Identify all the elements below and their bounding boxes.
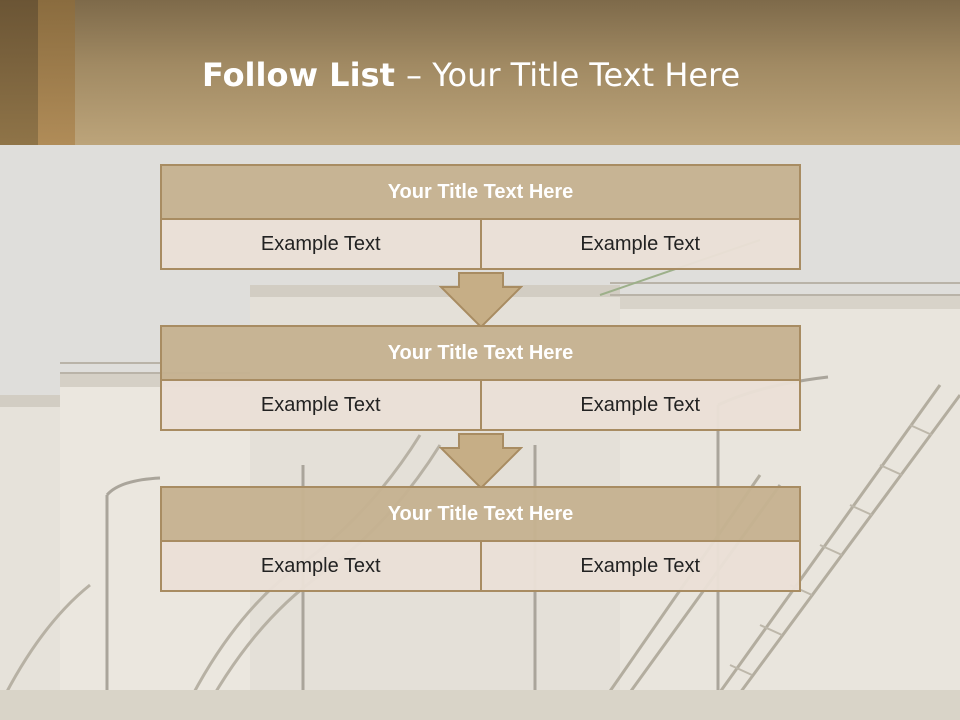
step-1-left-cell[interactable]: Example Text (160, 220, 482, 270)
slide-title[interactable]: Follow List – Your Title Text Here (202, 56, 740, 94)
step-2-left-cell[interactable]: Example Text (160, 381, 482, 431)
header-accent-stripe (0, 0, 38, 145)
step-1-right-cell[interactable]: Example Text (479, 220, 801, 270)
down-arrow-icon (439, 272, 523, 329)
step-2-right-cell[interactable]: Example Text (479, 381, 801, 431)
step-3-right-cell[interactable]: Example Text (479, 542, 801, 592)
step-block-1: Your Title Text Here Example Text Exampl… (160, 164, 801, 270)
step-title-3[interactable]: Your Title Text Here (160, 486, 801, 542)
step-block-3: Your Title Text Here Example Text Exampl… (160, 486, 801, 592)
down-arrow-icon (439, 433, 523, 490)
slide-title-bold: Follow List (202, 56, 407, 94)
slide-title-rest: – Your Title Text Here (406, 56, 741, 94)
header-band: Follow List – Your Title Text Here (0, 0, 960, 145)
header-accent-stripe (38, 0, 75, 145)
step-3-left-cell[interactable]: Example Text (160, 542, 482, 592)
step-row-1: Example Text Example Text (160, 220, 801, 270)
step-row-3: Example Text Example Text (160, 542, 801, 592)
step-block-2: Your Title Text Here Example Text Exampl… (160, 325, 801, 431)
step-row-2: Example Text Example Text (160, 381, 801, 431)
step-title-2[interactable]: Your Title Text Here (160, 325, 801, 381)
step-title-1[interactable]: Your Title Text Here (160, 164, 801, 220)
